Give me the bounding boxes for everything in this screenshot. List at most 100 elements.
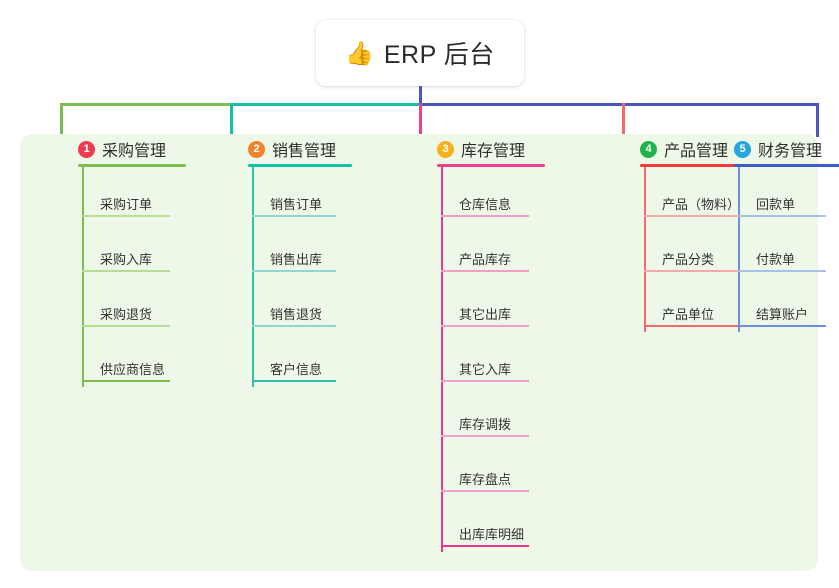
branch-trunk-line (644, 167, 646, 332)
list-item-rule (252, 380, 336, 382)
branch-item-list: 销售订单销售出库销售退货客户信息 (252, 167, 352, 387)
branch-column-4: 4 产品管理产品（物料）产品分类产品单位 (622, 134, 758, 332)
list-item-label: 回款单 (756, 197, 796, 212)
branch-header-5[interactable]: 5 财务管理 (716, 134, 839, 164)
list-item-rule (441, 325, 529, 327)
list-item-rule (441, 490, 529, 492)
branch-header-rule (248, 164, 352, 167)
list-item-label: 客户信息 (270, 362, 323, 377)
list-item[interactable]: 产品分类 (644, 222, 758, 277)
list-item-label: 采购入库 (100, 252, 153, 267)
root-node-title: ERP 后台 (383, 41, 495, 69)
branch-number-badge: 4 (640, 140, 657, 158)
branch-number-badge: 1 (78, 140, 95, 158)
list-item-label: 库存调拨 (459, 417, 512, 432)
list-item-label: 仓库信息 (459, 197, 512, 212)
list-item-rule (252, 215, 336, 217)
list-item[interactable]: 仓库信息 (441, 167, 545, 222)
branch-header-4[interactable]: 4 产品管理 (622, 134, 758, 164)
list-item-rule (441, 270, 529, 272)
branch-drop-4 (622, 103, 625, 137)
list-item-rule (644, 215, 744, 217)
root-node[interactable]: 👍 ERP 后台 (316, 20, 524, 86)
branch-header-2[interactable]: 2 销售管理 (230, 134, 352, 164)
branch-item-list: 产品（物料）产品分类产品单位 (644, 167, 758, 332)
list-item-label: 其它出库 (459, 307, 512, 322)
list-item-rule (82, 215, 170, 217)
list-item[interactable]: 回款单 (738, 167, 839, 222)
list-item[interactable]: 库存盘点 (441, 442, 545, 497)
list-item[interactable]: 采购退货 (82, 277, 186, 332)
list-item-rule (738, 215, 826, 217)
list-item[interactable]: 销售订单 (252, 167, 352, 222)
branch-number-badge: 5 (734, 140, 751, 158)
list-item-rule (644, 270, 744, 272)
list-item-label: 付款单 (756, 252, 796, 267)
branch-item-list: 仓库信息产品库存其它出库其它入库库存调拨库存盘点出库库明细 (441, 167, 545, 552)
list-item-label: 销售退货 (270, 307, 323, 322)
branch-title: 销售管理 (272, 143, 337, 160)
list-item-rule (252, 325, 336, 327)
list-item[interactable]: 产品（物料） (644, 167, 758, 222)
list-item-rule (441, 215, 529, 217)
list-item-rule (82, 380, 170, 382)
branch-drop-1 (60, 103, 63, 137)
list-item-rule (82, 270, 170, 272)
branches-panel: 1 采购管理采购订单采购入库采购退货供应商信息 2 销售管理销售订单销售出库销售退货客… (20, 134, 839, 571)
list-item[interactable]: 产品单位 (644, 277, 758, 332)
branch-title: 财务管理 (758, 143, 823, 160)
bus-segment-indigo (420, 103, 819, 106)
list-item-rule (82, 325, 170, 327)
branch-drop-5 (816, 103, 819, 137)
branch-title: 采购管理 (102, 143, 167, 160)
branch-header-rule (437, 164, 545, 167)
list-item[interactable]: 采购入库 (82, 222, 186, 277)
branch-header-rule (734, 164, 839, 167)
list-item[interactable]: 其它出库 (441, 277, 545, 332)
list-item[interactable]: 结算账户 (738, 277, 839, 332)
branch-header-rule (640, 164, 758, 167)
branch-trunk-line (82, 167, 84, 387)
list-item[interactable]: 库存调拨 (441, 387, 545, 442)
list-item-rule (644, 325, 744, 327)
list-item[interactable]: 产品库存 (441, 222, 545, 277)
list-item-label: 库存盘点 (459, 472, 512, 487)
bus-segment-teal (230, 103, 420, 106)
list-item[interactable]: 采购订单 (82, 167, 186, 222)
branch-title: 产品管理 (664, 143, 729, 160)
branch-trunk-line (441, 167, 443, 552)
list-item-label: 其它入库 (459, 362, 512, 377)
list-item[interactable]: 客户信息 (252, 332, 352, 387)
list-item-rule (441, 380, 529, 382)
branch-number-badge: 3 (437, 140, 454, 158)
branch-trunk-line (252, 167, 254, 387)
list-item-label: 结算账户 (756, 307, 809, 322)
list-item-label: 销售出库 (270, 252, 323, 267)
branch-header-1[interactable]: 1 采购管理 (60, 134, 186, 164)
list-item[interactable]: 其它入库 (441, 332, 545, 387)
list-item[interactable]: 出库库明细 (441, 497, 545, 552)
list-item-label: 产品单位 (662, 307, 715, 322)
list-item[interactable]: 付款单 (738, 222, 839, 277)
list-item-rule (252, 270, 336, 272)
list-item-label: 采购退货 (100, 307, 153, 322)
branch-number-badge: 2 (248, 140, 265, 158)
list-item-label: 采购订单 (100, 197, 153, 212)
list-item-rule (441, 545, 529, 547)
branch-item-list: 采购订单采购入库采购退货供应商信息 (82, 167, 186, 387)
branch-drop-3 (419, 103, 422, 137)
list-item-label: 供应商信息 (100, 362, 166, 377)
list-item[interactable]: 销售退货 (252, 277, 352, 332)
branch-column-1: 1 采购管理采购订单采购入库采购退货供应商信息 (60, 134, 186, 387)
list-item[interactable]: 供应商信息 (82, 332, 186, 387)
branch-drop-2 (230, 103, 233, 137)
branch-column-2: 2 销售管理销售订单销售出库销售退货客户信息 (230, 134, 352, 387)
branch-trunk-line (738, 167, 740, 332)
list-item[interactable]: 销售出库 (252, 222, 352, 277)
list-item-label: 销售订单 (270, 197, 323, 212)
thumbs-up-icon: 👍 (345, 39, 374, 66)
list-item-rule (441, 435, 529, 437)
